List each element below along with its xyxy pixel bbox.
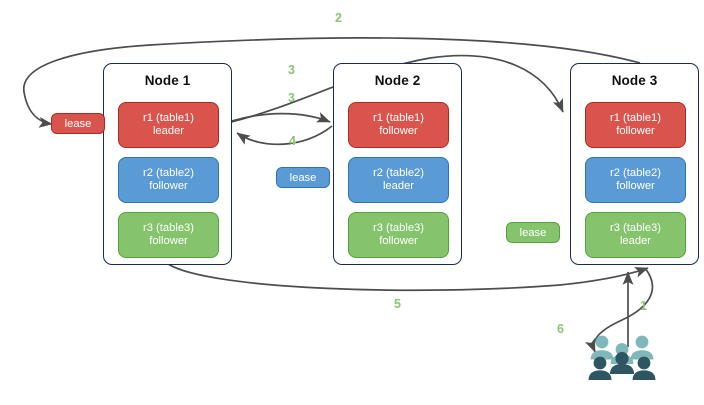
replica-role: follower [149, 180, 188, 192]
arrow-step-4 [236, 125, 333, 146]
step-label-5: 5 [394, 297, 401, 311]
lease-badge-table3[interactable]: lease [506, 222, 560, 243]
replica-r3-node1[interactable]: r3 (table3) follower [118, 212, 219, 258]
lease-badge-table2[interactable]: lease [276, 167, 330, 188]
replica-name: r1 (table1) [610, 111, 661, 124]
node-title: Node 2 [374, 73, 421, 88]
replica-r1-node1[interactable]: r1 (table1) leader [118, 102, 219, 148]
replica-name: r3 (table3) [143, 221, 194, 234]
step-label-6: 6 [557, 322, 564, 336]
replica-r2-node3[interactable]: r2 (table2) follower [585, 157, 686, 203]
step-label-1: 1 [640, 299, 647, 313]
users-icon-front-row [588, 351, 656, 380]
replica-name: r1 (table1) [373, 111, 424, 124]
replica-role: follower [616, 180, 655, 192]
node-title: Node 3 [611, 73, 658, 88]
arrow-step-3-to-node2 [231, 112, 331, 123]
replica-role: leader [619, 235, 652, 247]
node-title: Node 1 [144, 73, 191, 88]
replica-r3-node3[interactable]: r3 (table3) leader [585, 212, 686, 258]
node-container-2[interactable]: Node 2 r1 (table1) follower r2 (table2) … [333, 63, 462, 265]
node-container-1[interactable]: Node 1 r1 (table1) leader r2 (table2) fo… [103, 63, 232, 265]
replica-role: leader [152, 125, 185, 137]
step-label-4: 4 [289, 134, 296, 148]
replica-r2-node1[interactable]: r2 (table2) follower [118, 157, 219, 203]
step-label-3b: 3 [288, 91, 295, 105]
replica-name: r2 (table2) [373, 166, 424, 179]
users-icon [588, 335, 656, 380]
replica-name: r3 (table3) [610, 221, 661, 234]
replica-role: follower [149, 235, 188, 247]
lease-badge-table1[interactable]: lease [51, 113, 105, 134]
step-label-3a: 3 [288, 63, 295, 77]
arrow-step-5 [167, 263, 649, 292]
step-label-2: 2 [335, 11, 342, 25]
replica-role: follower [379, 235, 418, 247]
replica-role: leader [382, 180, 415, 192]
replica-name: r1 (table1) [143, 111, 194, 124]
replica-r1-node3[interactable]: r1 (table1) follower [585, 102, 686, 148]
replica-r1-node2[interactable]: r1 (table1) follower [348, 102, 449, 148]
node-container-3[interactable]: Node 3 r1 (table1) follower r2 (table2) … [570, 63, 699, 265]
replica-r3-node2[interactable]: r3 (table3) follower [348, 212, 449, 258]
replica-r2-node2[interactable]: r2 (table2) leader [348, 157, 449, 203]
replica-name: r2 (table2) [143, 166, 194, 179]
replica-name: r2 (table2) [610, 166, 661, 179]
replica-role: follower [379, 125, 418, 137]
replica-role: follower [616, 125, 655, 137]
replica-name: r3 (table3) [373, 221, 424, 234]
